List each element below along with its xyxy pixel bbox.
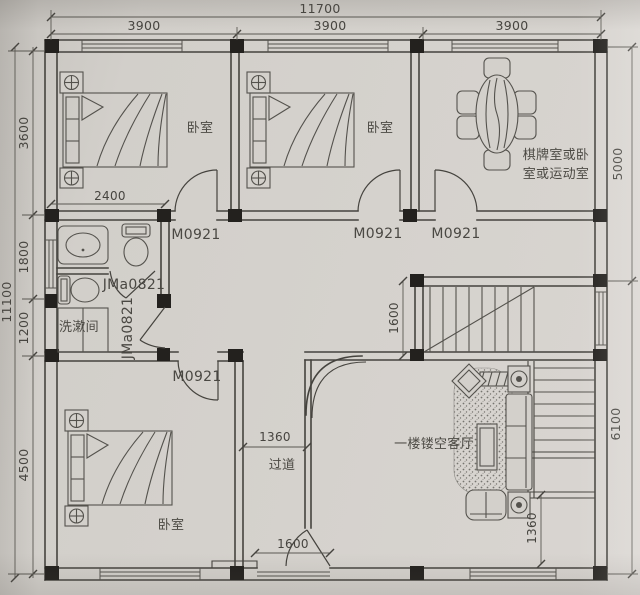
dim-entry-width: 1600: [277, 537, 309, 551]
exterior-walls: [44, 39, 608, 581]
door-label-washroom: JMa0821: [120, 297, 136, 361]
window-top-1: [81, 40, 183, 52]
label-living-room: 一楼镂空客厅: [394, 436, 474, 452]
door-bedroom2: [357, 169, 401, 212]
washer-counter: [57, 307, 109, 353]
window-top-2: [267, 40, 389, 52]
windows: [45, 40, 607, 580]
dim-bay-1: 3900: [127, 18, 160, 33]
label-bedroom-1: 卧室: [187, 120, 214, 136]
interior-walls: [44, 51, 596, 569]
armchair: [465, 489, 507, 521]
label-bedroom-2: 卧室: [367, 120, 394, 136]
living-room-set: [451, 363, 533, 521]
chess-table-set: [456, 57, 537, 171]
window-bottom-2: [469, 568, 557, 580]
doors: [109, 169, 478, 567]
label-hallway: 过道: [269, 458, 296, 473]
window-left-bath: [45, 239, 57, 289]
dim-left-2: 1800: [16, 240, 31, 273]
end-table-top: [507, 365, 531, 393]
end-table-bottom: [507, 491, 531, 519]
dim-total-height: 11100: [0, 281, 14, 322]
door-labels: M0921 M0921 M0921 M0921 JMa0821 JMa0821: [102, 226, 481, 385]
dim-living-edge: 1360: [525, 512, 539, 544]
cushion: [451, 363, 487, 399]
label-bedroom-3: 卧室: [158, 517, 185, 533]
door-label-game-room: M0921: [431, 226, 480, 242]
dim-right-2: 6100: [608, 407, 623, 440]
door-label-bath: JMa0821: [102, 277, 166, 293]
dim-bath-width: 2400: [94, 189, 126, 203]
stairs-upper: [423, 286, 535, 353]
wash-basin: [57, 225, 109, 265]
door-label-bedroom2: M0921: [353, 226, 402, 242]
dim-left-1: 3600: [16, 116, 31, 149]
label-game-room-1: 棋牌室或卧: [523, 147, 590, 163]
door-entry: [285, 529, 331, 567]
door-game-room: [434, 169, 478, 212]
door-bedroom1: [174, 169, 218, 212]
dim-total-width: 11700: [299, 1, 340, 16]
dimension-labels: 11700 3900 3900 3900 11100 3600 1800 120…: [0, 1, 625, 551]
door-label-bedroom3: M0921: [172, 369, 221, 385]
window-top-3: [451, 40, 559, 52]
bathroom-fixtures: [57, 223, 151, 353]
window-right-stairs: [595, 291, 607, 346]
dim-bay-2: 3900: [313, 18, 346, 33]
door-bath-inner: [109, 270, 156, 299]
toilet-top: [121, 223, 151, 267]
dim-left-3: 1200: [16, 311, 31, 344]
room-labels: 卧室 卧室 卧室 棋牌室或卧 室或运动室 洗漱间 过道 一楼镂空客厅: [59, 120, 589, 533]
dim-right-1: 5000: [610, 147, 625, 180]
dim-hallway-width: 1360: [259, 430, 291, 444]
label-washroom: 洗漱间: [59, 320, 99, 335]
dim-bay-3: 3900: [495, 18, 528, 33]
label-game-room-2: 室或运动室: [523, 166, 590, 182]
dimension-lines: [8, 10, 638, 583]
door-label-bedroom1: M0921: [171, 227, 220, 243]
toilet-left: [57, 275, 100, 305]
curved-wall: [305, 355, 363, 416]
stair-break-line: [423, 286, 535, 353]
door-bedroom3: [177, 360, 219, 401]
dim-left-4: 4500: [16, 448, 31, 481]
coffee-table: [476, 423, 498, 471]
dim-stair-well: 1600: [387, 302, 401, 334]
door-washroom: [139, 306, 166, 349]
stairs-lower: [527, 361, 595, 499]
columns: [45, 39, 607, 580]
window-bottom-1: [99, 568, 201, 580]
sofa: [505, 393, 533, 491]
